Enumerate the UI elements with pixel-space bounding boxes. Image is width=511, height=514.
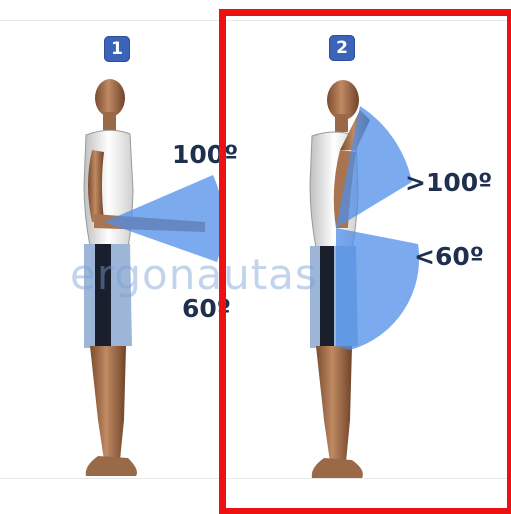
figure-1-neck: [103, 112, 116, 130]
figure-1-legs: [90, 346, 126, 460]
figure-1-upper-arm: [88, 150, 104, 222]
figure-1-head: [95, 79, 125, 117]
figure-1-number-badge: 1: [104, 36, 130, 62]
figure-1-feet: [86, 456, 137, 476]
highlight-frame: [219, 9, 511, 514]
